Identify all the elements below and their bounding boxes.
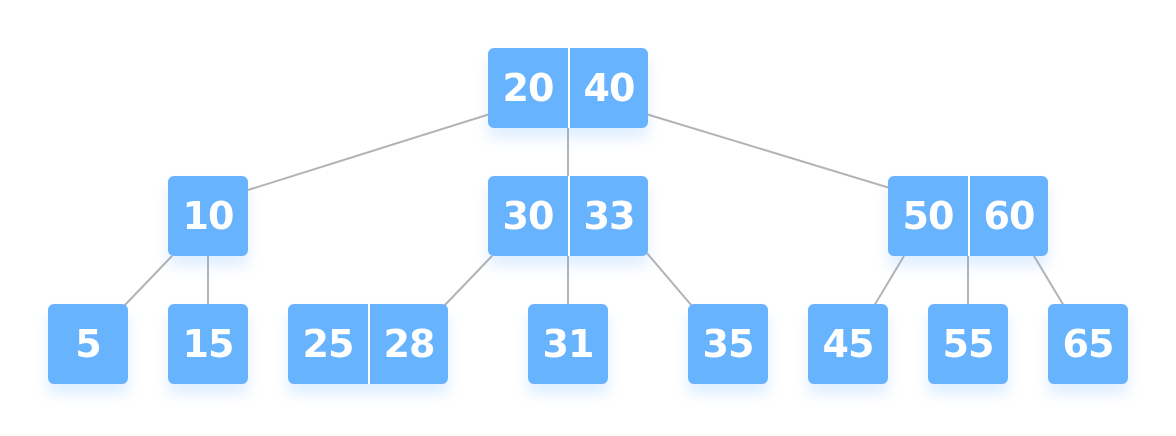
leaf-node: 35 bbox=[688, 304, 768, 384]
node-key: 30 bbox=[502, 194, 555, 238]
node-key: 33 bbox=[568, 176, 648, 256]
node-key: 15 bbox=[182, 322, 235, 366]
node-key: 60 bbox=[968, 176, 1048, 256]
internal-node: 30 33 bbox=[488, 176, 648, 256]
node-key: 35 bbox=[702, 322, 755, 366]
node-key: 55 bbox=[942, 322, 995, 366]
edge-root-to-node-10 bbox=[247, 113, 491, 191]
node-key: 25 bbox=[302, 322, 355, 366]
root-node: 20 40 bbox=[488, 48, 648, 128]
edge-node-10-to-5 bbox=[123, 255, 173, 307]
internal-node: 50 60 bbox=[888, 176, 1048, 256]
leaf-node: 65 bbox=[1048, 304, 1128, 384]
leaf-node: 15 bbox=[168, 304, 248, 384]
node-key: 5 bbox=[75, 322, 101, 366]
edge-node-30-33-to-25-28 bbox=[443, 255, 493, 307]
node-key: 28 bbox=[368, 304, 448, 384]
edge-node-50-60-to-65 bbox=[1033, 255, 1065, 307]
node-key: 20 bbox=[502, 66, 555, 110]
edge-node-30-33-to-35 bbox=[645, 251, 693, 307]
leaf-node: 25 28 bbox=[288, 304, 448, 384]
leaf-node: 5 bbox=[48, 304, 128, 384]
node-key: 40 bbox=[568, 48, 648, 128]
internal-node: 10 bbox=[168, 176, 248, 256]
edge-node-50-60-to-45 bbox=[873, 255, 905, 307]
leaf-node: 45 bbox=[808, 304, 888, 384]
edge-root-to-node-50-60 bbox=[645, 113, 891, 189]
node-key: 31 bbox=[542, 322, 595, 366]
node-key: 50 bbox=[902, 194, 955, 238]
node-key: 45 bbox=[822, 322, 875, 366]
node-key: 10 bbox=[182, 194, 235, 238]
leaf-node: 55 bbox=[928, 304, 1008, 384]
node-key: 65 bbox=[1062, 322, 1115, 366]
leaf-node: 31 bbox=[528, 304, 608, 384]
